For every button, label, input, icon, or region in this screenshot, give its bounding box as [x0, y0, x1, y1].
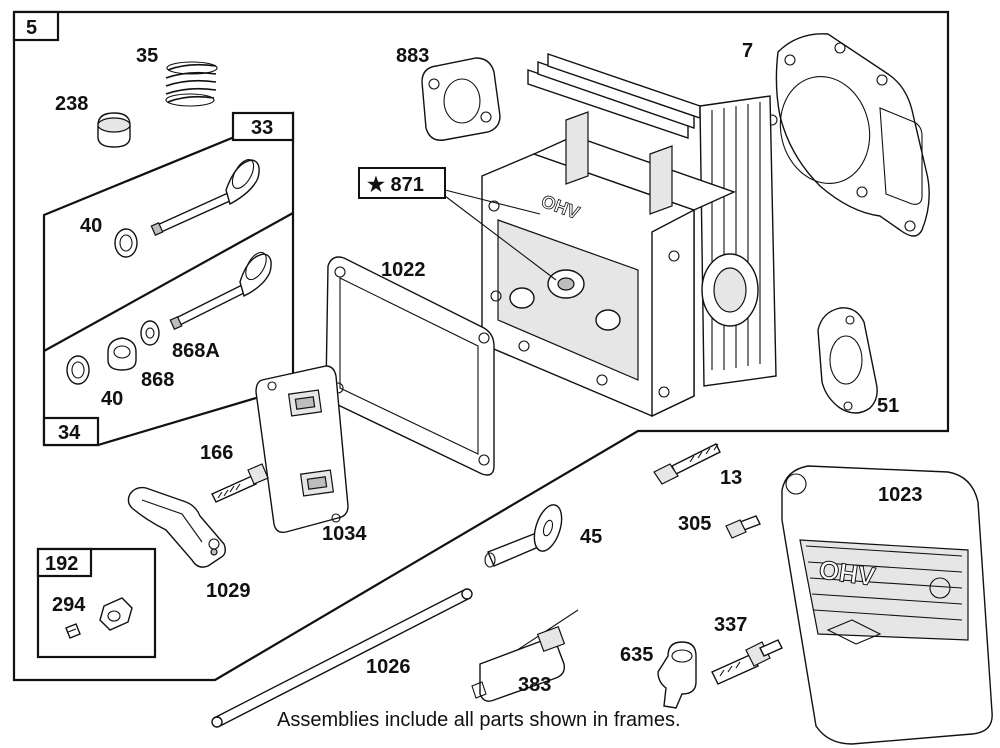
star-871-label: ★ 871: [367, 174, 424, 196]
push-rod-icon: [211, 588, 473, 728]
head-gasket-icon: [766, 33, 930, 237]
exhaust-gasket-icon: [817, 307, 878, 414]
label-238: 238: [55, 93, 88, 115]
label-1029: 1029: [206, 580, 251, 602]
label-40-bottom: 40: [101, 388, 123, 410]
footer-caption: Assemblies include all parts shown in fr…: [277, 709, 681, 731]
label-294: 294: [52, 594, 86, 616]
spark-tester-icon: [471, 609, 579, 702]
label-635: 635: [620, 644, 653, 666]
head-cast-text: OHV: [539, 191, 583, 223]
subframe-34-label: 34: [58, 422, 81, 444]
valve-retainer-icon: [114, 228, 138, 258]
valve-subframe-divider: [43, 212, 294, 352]
label-40-top: 40: [80, 215, 102, 237]
subframe-33-label: 33: [251, 117, 273, 139]
label-868: 868: [141, 369, 174, 391]
label-305: 305: [678, 513, 711, 535]
label-7: 7: [742, 40, 753, 62]
label-35: 35: [136, 45, 158, 67]
label-13: 13: [720, 467, 742, 489]
label-1023: 1023: [878, 484, 923, 506]
label-337: 337: [714, 614, 747, 636]
pushrod-guide-icon: [484, 504, 563, 568]
exhaust-retainer-icon: [66, 355, 90, 385]
subframe-192-box: [36, 547, 93, 578]
star-871-box: [358, 167, 446, 199]
cover-screw-icon: [725, 515, 761, 539]
label-1034: 1034: [322, 523, 367, 545]
spark-plug-icon: [711, 639, 783, 685]
label-1022: 1022: [381, 259, 426, 281]
rocker-bracket-icon: [127, 486, 227, 568]
subframe-192-label: 192: [45, 553, 78, 575]
breather-plate-icon: [255, 365, 349, 534]
label-868a: 868A: [172, 340, 220, 362]
valve-cap-icon: [97, 112, 131, 148]
spark-boot-icon: [657, 641, 697, 709]
frame-number-box: [12, 10, 60, 42]
breather-fitting-icon: [65, 597, 133, 639]
head-bolt-icon: [653, 443, 721, 485]
valve-washer-icon: [140, 320, 160, 346]
valve-cover-gasket-icon: [325, 256, 495, 476]
main-assembly-frame: [12, 10, 950, 682]
frame-number-label: 5: [26, 17, 37, 39]
cylinder-head-icon: [481, 53, 777, 418]
leader-871-b: [444, 195, 557, 281]
label-383: 383: [518, 674, 551, 696]
valve-cover-icon: [781, 465, 993, 745]
intake-valve-icon: [150, 159, 260, 236]
subframe-34-box: [42, 416, 100, 447]
exhaust-valve-icon: [169, 251, 272, 330]
valve-spring-icon: [165, 61, 218, 107]
label-45: 45: [580, 526, 602, 548]
label-51: 51: [877, 395, 899, 417]
label-166: 166: [200, 442, 233, 464]
label-883: 883: [396, 45, 429, 67]
subframe-33-box: [231, 111, 295, 142]
label-1026: 1026: [366, 656, 411, 678]
breather-stud-icon: [211, 463, 269, 503]
leader-871-a: [444, 189, 541, 215]
valve-rotator-icon: [107, 337, 137, 371]
breather-subframe: [36, 547, 157, 659]
intake-gasket-icon: [421, 57, 501, 141]
